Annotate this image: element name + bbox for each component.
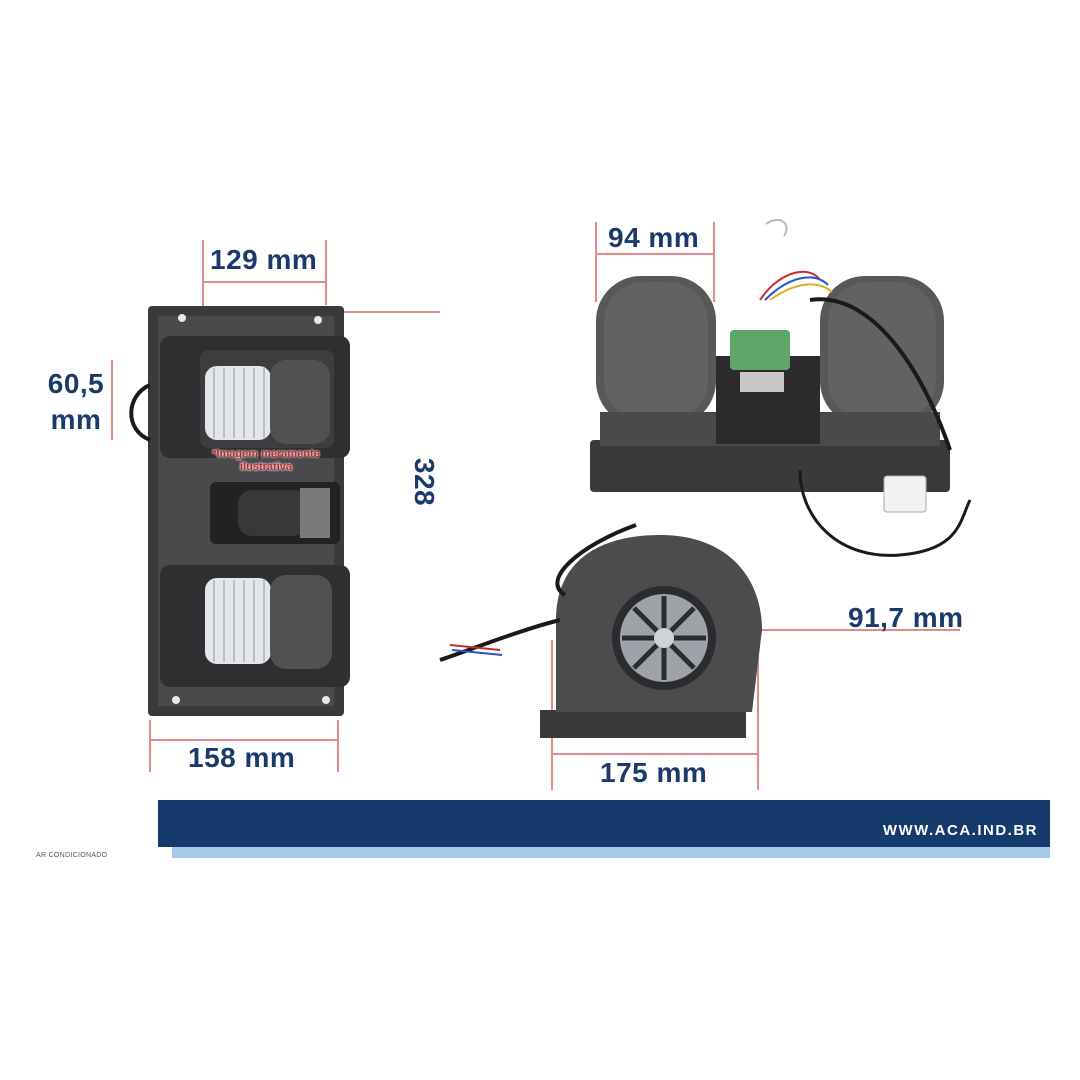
dimension-height-unit: mm	[50, 404, 102, 435]
dimension-front-height: 91,7 mm	[848, 602, 964, 633]
dimension-bottom-width: 158 mm	[188, 742, 296, 773]
brand-small-text: AR CONDICIONADO	[36, 852, 108, 859]
dimension-front-width: 175 mm	[600, 757, 708, 788]
blower-side-view	[590, 218, 972, 557]
dimension-side-depth: 94 mm	[608, 222, 700, 253]
illustrative-note-line1: *Imagem meramente	[212, 448, 320, 460]
dimension-height-value: 60,5	[47, 368, 105, 399]
footer-banner: WWW.ACA.IND.BR	[158, 800, 1050, 847]
illustrative-note-line2: ilustrativa	[240, 461, 292, 473]
illustrative-note: *Imagem meramente ilustrativa	[196, 448, 336, 474]
dimension-height: 60,5 mm	[40, 366, 112, 438]
website-url[interactable]: WWW.ACA.IND.BR	[882, 822, 1038, 839]
dimension-top-width: 129 mm	[210, 244, 318, 275]
dimension-length: 328	[409, 457, 441, 507]
blower-front-view	[439, 523, 762, 738]
banner-shadow	[172, 846, 1050, 858]
blower-top-view	[129, 306, 350, 716]
